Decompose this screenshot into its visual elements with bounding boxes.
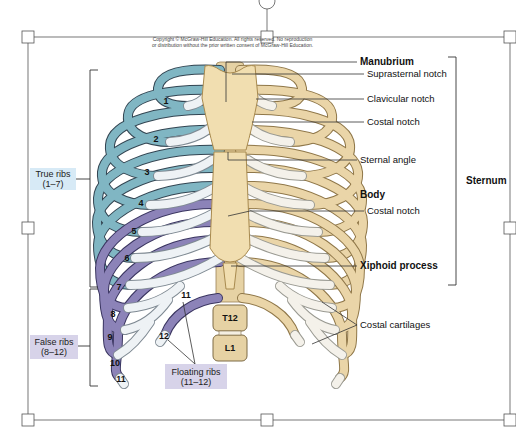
callout-number: 7 bbox=[116, 282, 121, 293]
callout-number: 10 bbox=[110, 358, 120, 369]
watermark: Copyright © McGraw-Hill Education. All r… bbox=[150, 36, 315, 48]
part-label: Costal notch bbox=[367, 116, 420, 127]
right-ribs bbox=[240, 70, 363, 384]
disc bbox=[219, 331, 241, 335]
rotate-handle bbox=[259, 0, 275, 9]
callout-number: 1 bbox=[163, 96, 168, 107]
group-label: Floating ribs (11–12) bbox=[165, 367, 227, 387]
part-label: Xiphoid process bbox=[360, 260, 438, 271]
callout-number: 6 bbox=[124, 253, 129, 264]
callout-number: 2 bbox=[153, 134, 158, 145]
callout-number: 4 bbox=[138, 198, 143, 209]
callout-number: 3 bbox=[144, 167, 149, 178]
callout-number: 5 bbox=[131, 226, 136, 237]
left-ribs bbox=[97, 70, 220, 384]
callout-number: 8 bbox=[110, 309, 115, 320]
part-label: Suprasternal notch bbox=[367, 68, 447, 79]
brackets bbox=[76, 57, 456, 386]
callout-number: L1 bbox=[225, 343, 236, 354]
callout-number: T12 bbox=[222, 313, 238, 324]
leader-lines bbox=[168, 62, 364, 364]
part-label: Sternum bbox=[466, 175, 507, 186]
rib-group-box: False ribs (8–12) bbox=[30, 335, 78, 359]
rib-group-box: True ribs (1–7) bbox=[30, 168, 76, 190]
vertebra bbox=[213, 305, 247, 331]
callout-number: 11 bbox=[181, 290, 191, 301]
part-label: Sternal angle bbox=[360, 154, 416, 165]
selection-frame bbox=[28, 37, 510, 420]
rib-group-box: Floating ribs (11–12) bbox=[165, 364, 227, 389]
callout-number: 9 bbox=[107, 332, 112, 343]
vertebra bbox=[213, 335, 247, 361]
part-label: Manubrium bbox=[360, 56, 414, 67]
callout-number: 11 bbox=[116, 374, 126, 385]
part-label: Costal cartilages bbox=[360, 319, 430, 330]
callout-number: 12 bbox=[159, 331, 169, 342]
part-label: Clavicular notch bbox=[367, 93, 435, 104]
part-label: Costal notch bbox=[367, 205, 420, 216]
part-label: Body bbox=[360, 189, 385, 200]
group-label: True ribs (1–7) bbox=[30, 169, 76, 189]
sternum bbox=[202, 66, 258, 290]
resize-handles bbox=[22, 31, 516, 426]
group-label: False ribs (8–12) bbox=[30, 337, 78, 357]
